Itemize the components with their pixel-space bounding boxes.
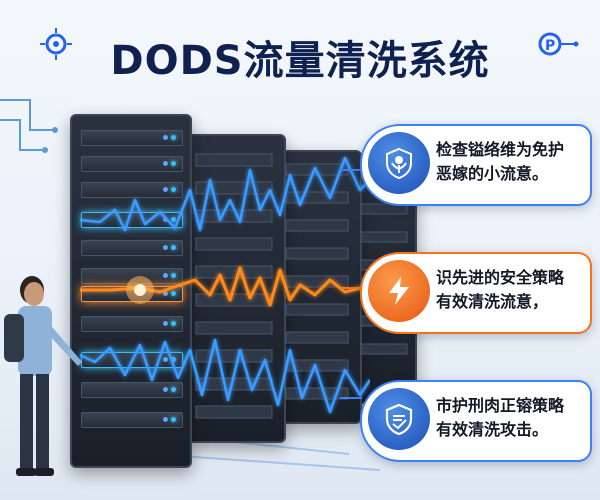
feature-card-line1: 市护刑肉正镕策略 — [436, 396, 565, 415]
feature-card-line2: 有效清洗流意， — [436, 292, 549, 311]
page-title: DODS流量清洗系统 — [110, 38, 490, 84]
gear-icon — [40, 28, 72, 60]
feature-card-line1: 识先进的安全策略 — [436, 268, 565, 287]
feature-card-line2: 恶嫁的小流意。 — [436, 164, 549, 183]
wave-middle — [80, 266, 370, 307]
floor-line — [180, 455, 380, 471]
circuit-lines-icon — [0, 99, 58, 153]
wave-top — [80, 156, 370, 232]
feature-card-protection: 市护刑肉正镕策略 有效清洗攻击。 — [360, 380, 592, 462]
wave-bottom — [80, 338, 370, 414]
feature-card-monitoring: 检查镒络维为免护 恶嫁的小流意。 — [360, 124, 592, 206]
feature-card-text: 市护刑肉正镕策略 有效清洗攻击。 — [436, 394, 586, 442]
feature-card-line1: 检查镒络维为免护 — [436, 140, 565, 159]
plant-shield-icon — [368, 132, 430, 194]
engineer-figure — [4, 276, 82, 476]
feature-card-line2: 有效清洗攻击。 — [436, 420, 549, 439]
traffic-waves — [80, 156, 370, 414]
feature-card-text: 检查镒络维为免护 恶嫁的小流意。 — [436, 138, 586, 186]
feature-card-text: 识先进的安全策略 有效清洗流意， — [436, 266, 586, 314]
feature-card-strategy: 识先进的安全策略 有效清洗流意， — [360, 252, 592, 334]
shield-check-icon — [368, 388, 430, 450]
svg-text:P: P — [545, 38, 555, 54]
lightning-bolt-icon — [368, 260, 430, 322]
card-connectors — [340, 169, 362, 399]
circuit-icon: P — [538, 32, 579, 56]
